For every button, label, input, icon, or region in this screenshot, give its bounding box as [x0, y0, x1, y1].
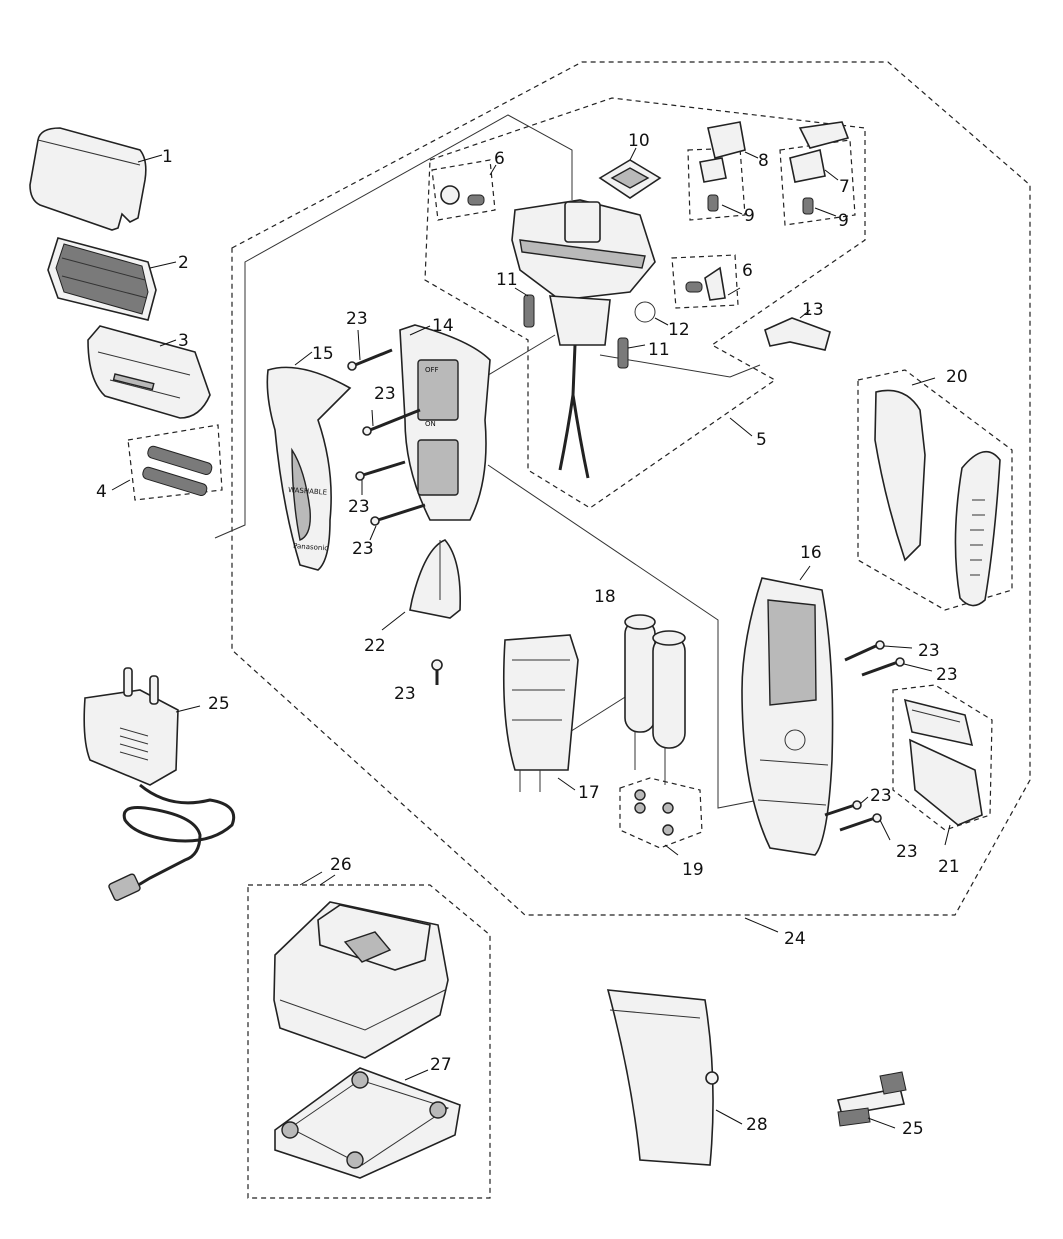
group-19-outline [619, 777, 703, 849]
part-16-rear-case [741, 565, 834, 856]
label-8: 8 [758, 151, 769, 171]
part-18-batteries [624, 614, 686, 785]
group-8-outline [687, 147, 746, 221]
label-20: 20 [946, 367, 968, 387]
group-5-outline [424, 97, 866, 509]
label-14: 14 [432, 316, 454, 336]
label-25a: 25 [208, 694, 230, 714]
label-25b: 25 [902, 1119, 924, 1139]
part-21-trimmer [903, 698, 983, 846]
part-8-latch [699, 121, 759, 215]
label-5: 5 [756, 430, 767, 450]
part-3-frame-holder [87, 325, 211, 419]
part-head-unit [511, 199, 656, 479]
label-12: 12 [668, 320, 690, 340]
label-27: 27 [430, 1055, 452, 1075]
label-15: 15 [312, 344, 334, 364]
label-23g: 23 [936, 665, 958, 685]
leader-26 [299, 871, 323, 886]
group-21-outline [892, 684, 993, 831]
label-3: 3 [178, 331, 189, 351]
part-2-foil-frame [47, 237, 177, 321]
label-9a: 9 [744, 206, 755, 226]
label-17: 17 [578, 783, 600, 803]
washable-print: WASHABLE [288, 486, 327, 497]
label-23a: 23 [346, 309, 368, 329]
label-11a: 11 [496, 270, 518, 290]
part-13-clip [764, 309, 831, 351]
label-23i: 23 [896, 842, 918, 862]
group-6a-outline [431, 159, 496, 221]
leader-24 [744, 917, 779, 933]
label-23b: 23 [374, 384, 396, 404]
part-20-side-covers [874, 377, 1001, 607]
on-print: ON [425, 420, 436, 428]
leader-5 [729, 417, 753, 437]
group-4-outline [127, 424, 223, 501]
label-6a: 6 [494, 149, 505, 169]
group-24-outline [231, 61, 1031, 916]
label-10: 10 [628, 131, 650, 151]
label-7: 7 [839, 177, 850, 197]
label-28: 28 [746, 1115, 768, 1135]
assembly-line-top [214, 114, 573, 539]
group-26-outline [247, 884, 491, 1199]
label-21: 21 [938, 857, 960, 877]
label-9b: 9 [838, 211, 849, 231]
callout-labels: 1 2 3 4 5 6 6 7 8 9 9 10 11 11 12 13 14 … [96, 131, 968, 1139]
part-27-base-plate [274, 1067, 461, 1179]
label-23c: 23 [348, 497, 370, 517]
part-7-latch [789, 121, 850, 217]
brand-print: Panasonic [293, 542, 329, 552]
label-24: 24 [784, 929, 806, 949]
label-11b: 11 [648, 340, 670, 360]
part-26-charging-stand [273, 874, 449, 1059]
part-19-fittings [634, 789, 679, 856]
label-23h: 23 [870, 786, 892, 806]
label-23e: 23 [394, 684, 416, 704]
part-6-release-button-right [685, 266, 741, 301]
part-14-frame: OFF ON [399, 324, 491, 521]
label-26: 26 [330, 855, 352, 875]
label-18: 18 [594, 587, 616, 607]
label-6b: 6 [742, 261, 753, 281]
label-1: 1 [162, 147, 173, 167]
label-4: 4 [96, 482, 107, 502]
group-20-outline [857, 369, 1013, 611]
group-6b-outline [671, 254, 739, 309]
part-25-brush [837, 1071, 907, 1129]
off-print: OFF [425, 366, 439, 374]
label-13: 13 [802, 300, 824, 320]
assembly-line-head [599, 354, 761, 378]
part-6-release-button-left [440, 164, 497, 206]
part-4-inner-blades [111, 445, 213, 497]
part-25-adaptor [83, 667, 236, 902]
part-11-springs [514, 287, 669, 369]
part-28-pouch [606, 989, 743, 1166]
part-17-circuit-block [502, 634, 579, 792]
screws-23-left [347, 329, 426, 541]
screws-23-right [824, 640, 933, 841]
label-19: 19 [682, 860, 704, 880]
label-23f: 23 [918, 641, 940, 661]
label-22: 22 [364, 636, 386, 656]
label-2: 2 [178, 253, 189, 273]
label-23d: 23 [352, 539, 374, 559]
part-22-stand [381, 539, 462, 685]
part-10-top-plate [598, 147, 662, 199]
label-16: 16 [800, 543, 822, 563]
part-1-outer-cover [29, 127, 163, 231]
part-15-grip-cover: WASHABLE Panasonic [266, 351, 352, 571]
